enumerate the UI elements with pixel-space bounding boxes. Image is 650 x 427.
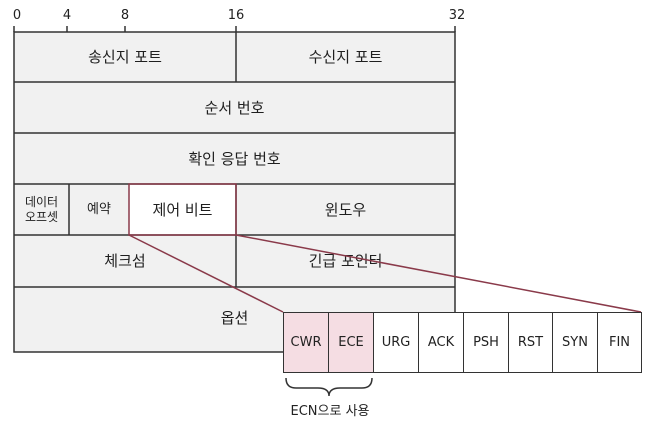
flag-rst-label: RST bbox=[517, 335, 544, 350]
urgent-pointer-label: 긴급 포인터 bbox=[308, 252, 383, 270]
reserved-label: 예약 bbox=[87, 202, 111, 217]
control-bits-field: 제어 비트 bbox=[129, 184, 236, 235]
bit-tick-32: 32 bbox=[448, 8, 466, 23]
options-label: 옵션 bbox=[220, 308, 249, 327]
checksum-label: 체크섬 bbox=[104, 252, 146, 270]
dest-port-field: 수신지 포트 bbox=[236, 32, 455, 82]
ecn-caption: ECN으로 사용 bbox=[290, 404, 370, 419]
flag-cwr: CWR bbox=[283, 312, 329, 373]
flag-ack: ACK bbox=[418, 312, 464, 373]
flag-psh: PSH bbox=[463, 312, 509, 373]
source-port-label: 송신지 포트 bbox=[88, 48, 162, 66]
bit-tick-0: 0 bbox=[12, 8, 22, 23]
data-offset-label-line2: 오프셋 bbox=[24, 209, 59, 224]
window-label: 윈도우 bbox=[324, 200, 367, 219]
reserved-field: 예약 bbox=[69, 184, 129, 235]
bit-tick-4: 4 bbox=[62, 8, 72, 23]
bit-tick-8: 8 bbox=[120, 8, 130, 23]
window-field: 윈도우 bbox=[236, 184, 455, 235]
source-port-field: 송신지 포트 bbox=[14, 32, 236, 82]
sequence-number-label: 순서 번호 bbox=[204, 98, 265, 117]
flag-ece: ECE bbox=[328, 312, 374, 373]
sequence-number-field: 순서 번호 bbox=[14, 82, 455, 133]
flag-rst: RST bbox=[508, 312, 553, 373]
flag-syn: SYN bbox=[552, 312, 598, 373]
flag-psh-label: PSH bbox=[473, 335, 499, 350]
flag-urg-label: URG bbox=[381, 335, 411, 350]
flag-syn-label: SYN bbox=[562, 335, 588, 350]
ack-number-label: 확인 응답 번호 bbox=[188, 149, 281, 168]
flag-ece-label: ECE bbox=[338, 335, 364, 350]
bit-tick-16: 16 bbox=[227, 8, 245, 23]
checksum-field: 체크섬 bbox=[14, 235, 236, 287]
control-bits-label: 제어 비트 bbox=[152, 200, 213, 219]
flag-ack-label: ACK bbox=[427, 335, 455, 350]
flag-urg: URG bbox=[373, 312, 419, 373]
urgent-pointer-field: 긴급 포인터 bbox=[236, 235, 455, 287]
dest-port-label: 수신지 포트 bbox=[308, 48, 383, 66]
flag-cwr-label: CWR bbox=[290, 335, 322, 350]
flag-fin-label: FIN bbox=[608, 335, 631, 350]
ack-number-field: 확인 응답 번호 bbox=[14, 133, 455, 184]
data-offset-field: 데이터 오프셋 bbox=[14, 184, 69, 235]
data-offset-label-line1: 데이터 bbox=[24, 194, 59, 209]
flag-fin: FIN bbox=[597, 312, 642, 373]
